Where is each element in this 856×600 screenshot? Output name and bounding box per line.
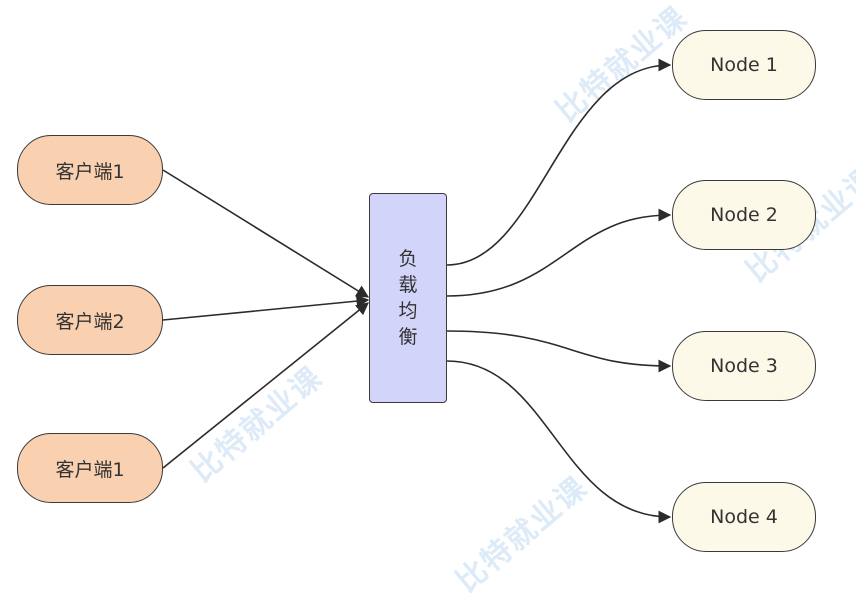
server-node-4: Node 4 [672, 482, 816, 552]
server-node-1: Node 1 [672, 30, 816, 100]
server-node-label: Node 4 [710, 506, 778, 528]
edge-lb-to-node3 [446, 330, 672, 373]
client-node-label: 客户端2 [55, 310, 125, 333]
client-node-2: 客户端2 [17, 285, 163, 355]
load-balancer-label: 负载均衡 [398, 248, 418, 348]
edge-client1-to-lb [162, 169, 370, 298]
edge-lb-to-node2 [446, 208, 672, 297]
edge-client2-to-lb [162, 294, 370, 321]
server-node-3: Node 3 [672, 331, 816, 401]
edge-lb-to-node4 [446, 360, 672, 524]
server-node-label: Node 3 [710, 355, 778, 377]
edges-layer [162, 58, 672, 524]
client-node-3: 客户端1 [17, 433, 163, 503]
edge-lb-to-node1 [446, 58, 672, 266]
load-balancer-node: 负载均衡 [369, 193, 447, 403]
server-node-2: Node 2 [672, 180, 816, 250]
server-node-label: Node 2 [710, 204, 778, 226]
client-node-label: 客户端1 [55, 458, 125, 481]
client-node-label: 客户端1 [55, 160, 125, 183]
client-node-1: 客户端1 [17, 135, 163, 205]
server-node-label: Node 1 [710, 54, 778, 76]
flow-diagram: 比特就业课 比特就业课 比特就业课 比特就业课 客户端1 客户端2 客户端1 负… [17, 0, 856, 600]
edge-client3-to-lb [162, 302, 369, 469]
